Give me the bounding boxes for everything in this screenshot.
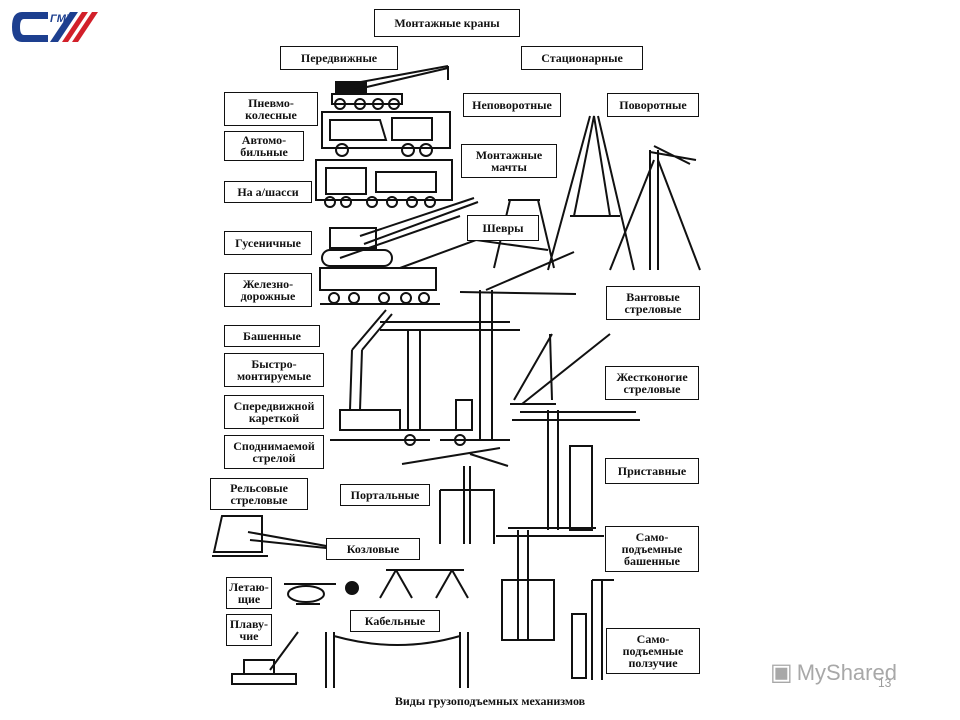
company-logo: ГМУ xyxy=(12,12,98,42)
quick-mount-crane-drawing xyxy=(330,309,430,441)
cable-crane-drawing xyxy=(325,632,469,688)
type-cable: Кабельные xyxy=(350,610,440,632)
type-non-rotating: Неповоротные xyxy=(463,93,561,117)
type-portal: Портальные xyxy=(340,484,430,506)
type-guyed: Вантовые стреловые xyxy=(606,286,700,320)
type-crawler: Гусеничные xyxy=(224,231,312,255)
page-number: 13 xyxy=(878,676,892,690)
type-pneumatic: Пневмо- колесные xyxy=(224,92,318,126)
floating-crane-drawing xyxy=(231,631,299,685)
figure-caption: Виды грузоподъемных механизмов xyxy=(394,694,586,708)
type-gantry: Козловые xyxy=(326,538,420,560)
type-flying: Летаю- щие xyxy=(226,577,272,609)
attached-crane-drawing xyxy=(512,410,640,531)
type-rotating: Поворотные xyxy=(607,93,699,117)
type-masts: Монтажные мачты xyxy=(461,144,557,178)
self-creeping-crane-drawing xyxy=(571,579,614,680)
logo-lettering: ГМУ xyxy=(50,13,75,25)
crawler-crane-drawing xyxy=(321,197,479,267)
type-rigid: Жестконогие стреловые xyxy=(605,366,699,400)
type-attached: Приставные xyxy=(605,458,699,484)
type-tower: Башенные xyxy=(224,325,320,347)
type-floating: Плаву- чие xyxy=(226,614,272,646)
title-box: Монтажные краны xyxy=(374,9,520,37)
helicopter-drawing xyxy=(284,581,359,605)
type-railway: Железно- дорожные xyxy=(224,273,312,307)
non-rotating-crane-drawing xyxy=(547,115,635,271)
type-trolley: Спередвижной кареткой xyxy=(224,395,324,429)
chassis-crane-drawing xyxy=(315,159,453,208)
presentation-icon: ▣ xyxy=(770,659,793,686)
watermark-text: MyShared xyxy=(796,659,897,685)
type-lifting-boom: Споднимаемой стрелой xyxy=(224,435,324,469)
automobile-crane-drawing xyxy=(321,111,451,157)
type-chassis: На а/шасси xyxy=(224,181,312,203)
watermark: ▣ MyShared xyxy=(770,658,897,687)
rotating-crane-drawing xyxy=(609,145,701,271)
type-self-creeping: Само- подъемные ползучие xyxy=(606,628,700,674)
type-self-tower: Само- подъемные башенные xyxy=(605,526,699,572)
portal-crane-drawing xyxy=(401,447,509,544)
group-stationary: Стационарные xyxy=(521,46,643,70)
rigid-crane-drawing xyxy=(510,333,611,405)
lifting-boom-crane-drawing xyxy=(440,251,577,441)
pneumatic-crane-drawing xyxy=(331,65,449,110)
gantry-crane-drawing xyxy=(379,569,469,599)
group-mobile: Передвижные xyxy=(280,46,398,70)
type-quick-mount: Быстро- монтируемые xyxy=(224,353,324,387)
type-rail-boom: Рельсовые стреловые xyxy=(210,478,308,510)
self-raising-tower-crane-drawing xyxy=(496,527,604,641)
type-shevry: Шевры xyxy=(467,215,539,241)
type-automobile: Автомо- бильные xyxy=(224,131,304,161)
